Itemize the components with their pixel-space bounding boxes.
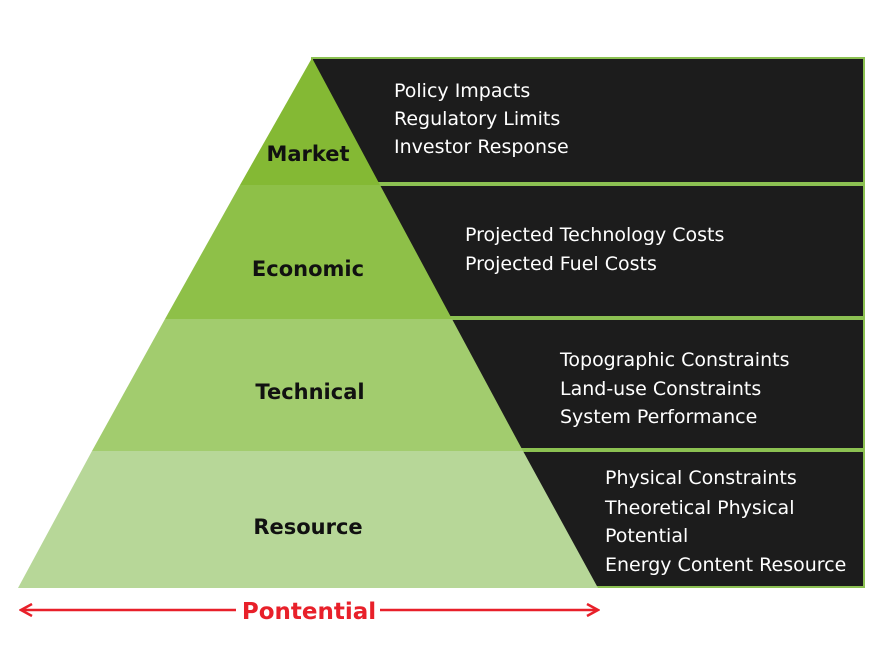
market-item: Investor Response	[394, 136, 569, 158]
market-item: Policy Impacts	[394, 80, 530, 102]
resource-item: Energy Content Resource	[605, 554, 846, 576]
resource-item: Physical Constraints	[605, 467, 797, 489]
potential-arrow: Pontential	[22, 599, 597, 625]
market-panel	[311, 57, 865, 184]
resource-layer	[18, 451, 598, 588]
economic-item: Projected Technology Costs	[465, 224, 724, 246]
economic-item: Projected Fuel Costs	[465, 253, 657, 275]
technical-item: Land-use Constraints	[560, 378, 761, 400]
economic-layer	[165, 185, 452, 319]
pyramid	[18, 58, 598, 588]
technical-item: Topographic Constraints	[559, 349, 789, 371]
resource-item: Theoretical Physical	[604, 497, 794, 519]
technical-item: System Performance	[560, 406, 757, 428]
resource-label: Resource	[253, 515, 362, 539]
technical-layer	[92, 319, 523, 451]
market-item: Regulatory Limits	[394, 108, 560, 130]
market-label: Market	[266, 142, 349, 166]
resource-item: Potential	[605, 525, 688, 547]
economic-label: Economic	[252, 257, 364, 281]
potential-label: Pontential	[242, 599, 376, 625]
market-layer	[240, 58, 380, 185]
technical-label: Technical	[255, 380, 364, 404]
